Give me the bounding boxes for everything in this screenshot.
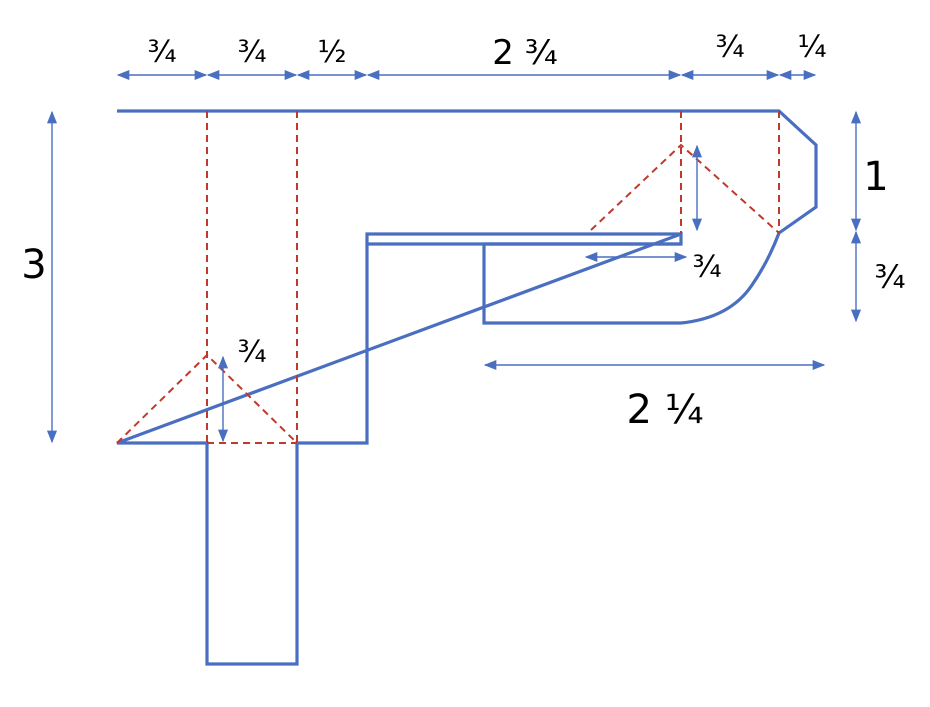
fold-lines [116, 111, 780, 444]
label-tab-width: 2 ¼ [627, 387, 704, 433]
label-top-dim-1: ¾ [147, 35, 176, 70]
label-top-dim-6: ¼ [797, 30, 826, 65]
hook-tab-outline [482, 232, 781, 325]
label-right-height-1: 1 [863, 154, 888, 200]
template-outline [116, 109, 818, 666]
dimension-lines [46, 69, 862, 444]
label-top-dim-2: ¾ [237, 35, 266, 70]
label-left-height: 3 [21, 242, 46, 288]
label-right-fold-depth: ¾ [692, 250, 721, 285]
label-top-dim-5: ¾ [715, 30, 744, 65]
main-body-outline [116, 109, 818, 666]
top-edge-to-notch [365, 232, 681, 244]
fold-triangle-right [590, 143, 780, 234]
dimension-labels: ¾ ¾ ½ 2 ¾ ¾ ¼ 3 1 ¾ 2 ¼ ¾ ¾ [21, 30, 905, 433]
label-right-height-2: ¾ [874, 258, 905, 296]
fold-triangle-left [116, 353, 298, 444]
label-left-fold-depth: ¾ [237, 335, 266, 370]
label-top-dim-4: 2 ¾ [492, 33, 557, 73]
label-top-dim-3: ½ [317, 35, 346, 70]
